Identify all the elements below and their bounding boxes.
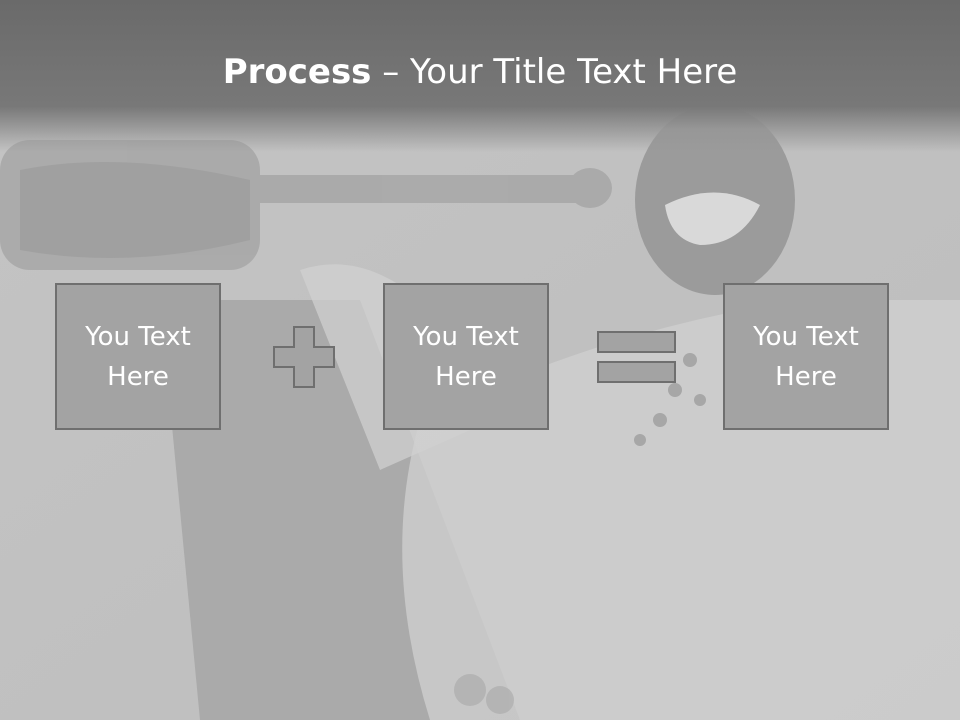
process-box-2[interactable]: You Text Here [383,283,549,430]
process-box-1[interactable]: You Text Here [55,283,221,430]
process-box-1-text: You Text Here [85,321,191,392]
plus-icon [273,326,335,388]
process-box-3[interactable]: You Text Here [723,283,889,430]
title-rest: – Your Title Text Here [371,52,738,92]
equals-icon [597,331,676,383]
slide-title: Process – Your Title Text Here [0,52,960,92]
title-band [0,0,960,152]
process-box-3-text: You Text Here [753,321,859,392]
title-bold: Process [222,52,372,92]
process-box-2-text: You Text Here [413,321,519,392]
